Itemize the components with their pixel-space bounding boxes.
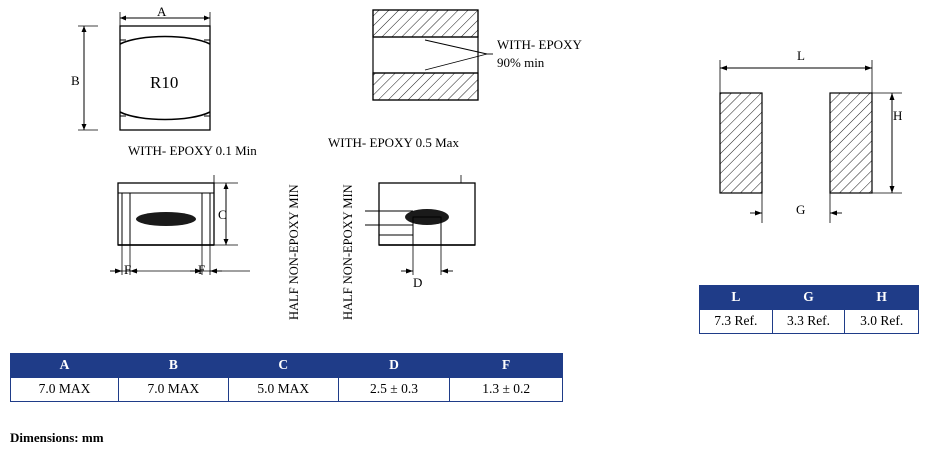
label-dim-l: L	[797, 48, 805, 63]
pad-table-cell-h: 3.0 Ref.	[844, 309, 919, 334]
label-dim-a: A	[157, 4, 167, 19]
label-dim-d: D	[413, 275, 423, 290]
side-view-drawing	[110, 175, 250, 275]
label-epoxy-max: WITH- EPOXY 0.5 Max	[328, 135, 459, 150]
pad-table-header-h: H	[844, 285, 919, 310]
label-dim-b: B	[71, 73, 80, 88]
label-epoxy-90-line2: 90% min	[497, 55, 545, 70]
label-dim-f-left: F	[124, 262, 132, 277]
main-table-cell-b: 7.0 MAX	[117, 377, 229, 402]
label-dim-c: C	[218, 207, 227, 222]
epoxy-section-drawing	[372, 9, 493, 101]
main-table-header-b: B	[117, 353, 229, 378]
label-radius: R10	[150, 73, 179, 92]
main-dimension-table: A B C D F 7.0 MAX 7.0 MAX 5.0 MAX 2.5 ± …	[10, 353, 563, 402]
label-half-non-epoxy-left: HALF NON-EPOXY MIN	[287, 184, 301, 320]
label-half-non-epoxy-right: HALF NON-EPOXY MIN	[341, 184, 355, 320]
dimensions-note: Dimensions: mm	[10, 430, 104, 445]
main-table-header-d: D	[337, 353, 451, 378]
main-table-header-row: A B C D F	[10, 353, 563, 378]
pad-table-header-l: L	[699, 285, 773, 310]
pad-table-cell-g: 3.3 Ref.	[771, 309, 846, 334]
main-table-row: 7.0 MAX 7.0 MAX 5.0 MAX 2.5 ± 0.3 1.3 ± …	[10, 377, 563, 402]
pad-table-header-g: G	[771, 285, 846, 310]
bottom-view-drawing	[365, 175, 476, 275]
pad-table-cell-l: 7.3 Ref.	[699, 309, 773, 334]
pad-table-row: 7.3 Ref. 3.3 Ref. 3.0 Ref.	[699, 309, 919, 334]
label-epoxy-min: WITH- EPOXY 0.1 Min	[128, 143, 257, 158]
label-epoxy-90-line1: WITH- EPOXY	[497, 37, 582, 52]
land-pattern-drawing	[719, 60, 902, 223]
pad-dimension-table: L G H 7.3 Ref. 3.3 Ref. 3.0 Ref.	[699, 285, 919, 334]
label-dim-f-right: F	[198, 262, 206, 277]
label-dim-h: H	[893, 108, 903, 123]
main-table-header-a: A	[10, 353, 119, 378]
main-table-cell-c: 5.0 MAX	[227, 377, 339, 402]
pad-table-header-row: L G H	[699, 285, 919, 310]
main-table-header-c: C	[227, 353, 339, 378]
top-view-drawing	[78, 12, 211, 131]
main-table-cell-d: 2.5 ± 0.3	[337, 377, 451, 402]
main-table-header-f: F	[449, 353, 563, 378]
label-dim-g: G	[796, 202, 806, 217]
main-table-cell-a: 7.0 MAX	[10, 377, 119, 402]
main-table-cell-f: 1.3 ± 0.2	[449, 377, 563, 402]
